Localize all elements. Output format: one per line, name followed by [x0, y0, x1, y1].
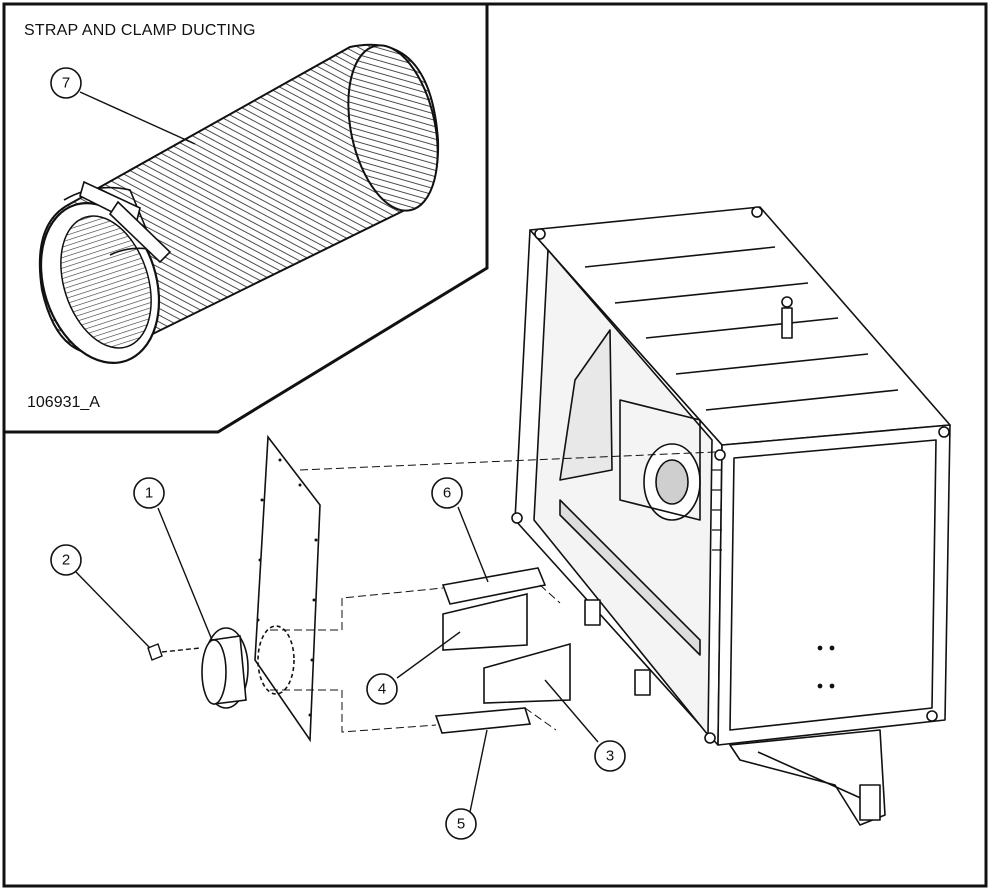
svg-text:2: 2 — [62, 552, 70, 569]
flexible-duct-illustration — [38, 43, 440, 364]
blower-housing — [511, 206, 951, 826]
duct-collar-part — [201, 627, 249, 709]
callout-3: 3 — [594, 740, 626, 772]
callout-6: 6 — [431, 477, 463, 509]
leader-lines — [75, 91, 599, 813]
svg-text:4: 4 — [378, 681, 386, 698]
top-flange-part — [441, 567, 547, 605]
drawing-id: 106931_A — [27, 394, 100, 411]
callout-2: 2 — [50, 544, 82, 576]
callout-4: 4 — [366, 673, 398, 705]
svg-text:7: 7 — [62, 75, 70, 92]
callout-7: 7 — [50, 67, 82, 99]
angled-panel-4-part — [442, 592, 528, 651]
inset-title: STRAP AND CLAMP DUCTING — [24, 22, 256, 39]
svg-text:3: 3 — [606, 748, 614, 765]
inset-border — [4, 4, 489, 434]
access-panel — [254, 434, 321, 743]
svg-text:5: 5 — [457, 816, 465, 833]
fastener-part — [147, 643, 201, 661]
assembly-lines — [270, 451, 716, 733]
svg-text:6: 6 — [443, 485, 451, 502]
callout-5: 5 — [445, 808, 477, 840]
callout-1: 1 — [133, 477, 165, 509]
svg-text:1: 1 — [145, 485, 153, 502]
bottom-flange-part — [434, 707, 532, 734]
angled-panel-3-part — [483, 642, 571, 704]
